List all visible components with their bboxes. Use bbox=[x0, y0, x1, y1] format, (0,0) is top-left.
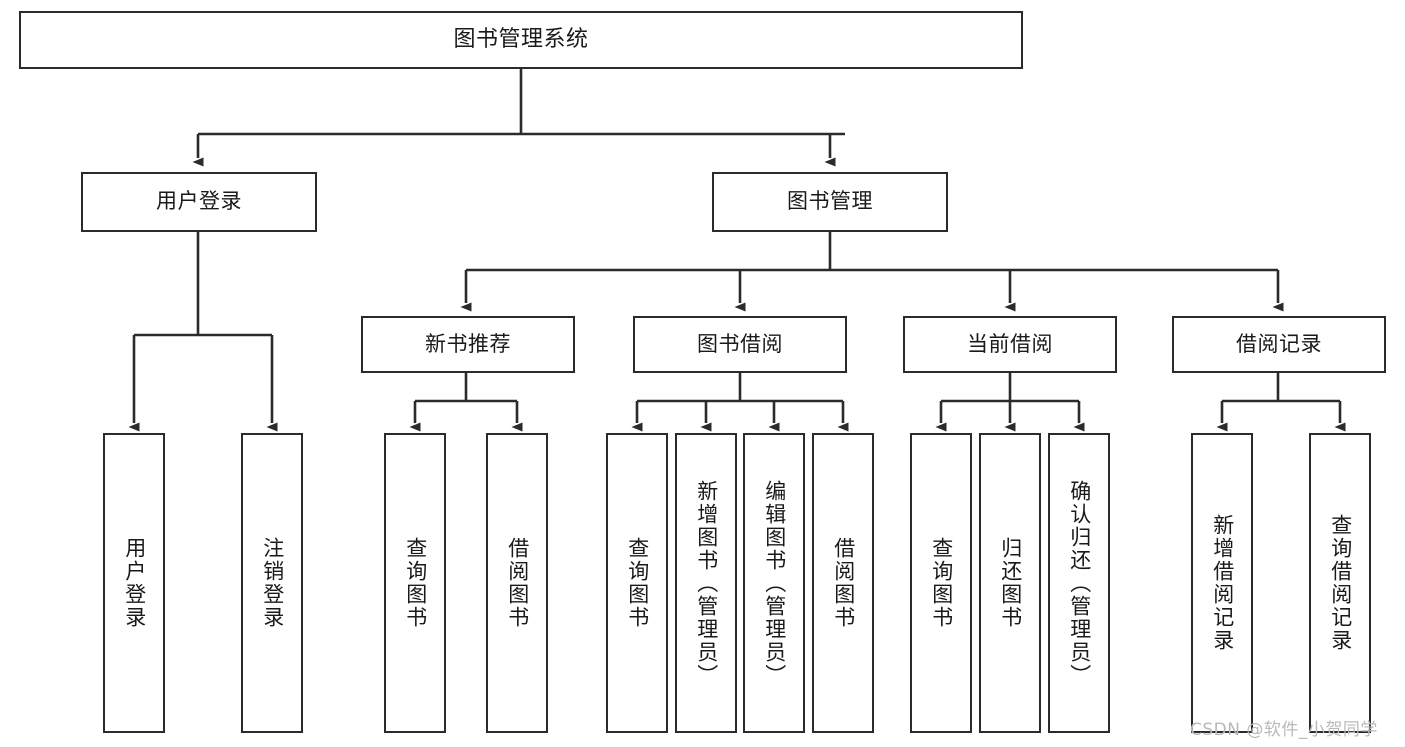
csdn-watermark: CSDN @软件_小贺同学 bbox=[1190, 720, 1378, 740]
node-label: 查询图书 bbox=[929, 537, 954, 629]
node-root-system[interactable]: 图书管理系统 bbox=[19, 11, 1023, 69]
leaf-add-book-admin[interactable]: 新增图书（管理员） bbox=[675, 433, 737, 733]
node-label: 借阅记录 bbox=[1236, 331, 1322, 356]
leaf-return-book[interactable]: 归还图书 bbox=[979, 433, 1041, 733]
node-label: 编辑图书（管理员） bbox=[762, 479, 787, 687]
leaf-query-book-recommend[interactable]: 查询图书 bbox=[384, 433, 446, 733]
leaf-query-book-borrow[interactable]: 查询图书 bbox=[606, 433, 668, 733]
leaf-confirm-return-admin[interactable]: 确认归还（管理员） bbox=[1048, 433, 1110, 733]
node-label: 借阅图书 bbox=[505, 537, 530, 629]
node-user-login[interactable]: 用户登录 bbox=[81, 172, 317, 232]
node-new-book-recommend[interactable]: 新书推荐 bbox=[361, 316, 575, 373]
node-label: 图书管理 bbox=[787, 189, 873, 214]
node-label: 图书借阅 bbox=[697, 331, 783, 356]
node-label: 查询图书 bbox=[625, 537, 650, 629]
node-label: 查询借阅记录 bbox=[1328, 514, 1353, 652]
node-label: 用户登录 bbox=[122, 537, 147, 629]
node-label: 新增图书（管理员） bbox=[694, 479, 719, 687]
node-book-borrow[interactable]: 图书借阅 bbox=[633, 316, 847, 373]
node-label: 归还图书 bbox=[998, 537, 1023, 629]
node-label: 图书管理系统 bbox=[453, 26, 589, 52]
leaf-logout[interactable]: 注销登录 bbox=[241, 433, 303, 733]
leaf-query-borrow-record[interactable]: 查询借阅记录 bbox=[1309, 433, 1371, 733]
leaf-edit-book-admin[interactable]: 编辑图书（管理员） bbox=[743, 433, 805, 733]
node-label: 用户登录 bbox=[156, 189, 242, 214]
leaf-borrow-book-recommend[interactable]: 借阅图书 bbox=[486, 433, 548, 733]
leaf-add-borrow-record[interactable]: 新增借阅记录 bbox=[1191, 433, 1253, 733]
node-label: 借阅图书 bbox=[831, 537, 856, 629]
node-label: 新增借阅记录 bbox=[1210, 514, 1235, 652]
node-book-management[interactable]: 图书管理 bbox=[712, 172, 948, 232]
node-current-borrow[interactable]: 当前借阅 bbox=[903, 316, 1117, 373]
leaf-borrow-book[interactable]: 借阅图书 bbox=[812, 433, 874, 733]
node-label: 查询图书 bbox=[403, 537, 428, 629]
node-borrow-record[interactable]: 借阅记录 bbox=[1172, 316, 1386, 373]
leaf-query-book-current[interactable]: 查询图书 bbox=[910, 433, 972, 733]
leaf-user-login[interactable]: 用户登录 bbox=[103, 433, 165, 733]
node-label: 新书推荐 bbox=[425, 331, 511, 356]
node-label: 注销登录 bbox=[260, 537, 285, 629]
node-label: 确认归还（管理员） bbox=[1067, 479, 1092, 687]
node-label: 当前借阅 bbox=[967, 331, 1053, 356]
